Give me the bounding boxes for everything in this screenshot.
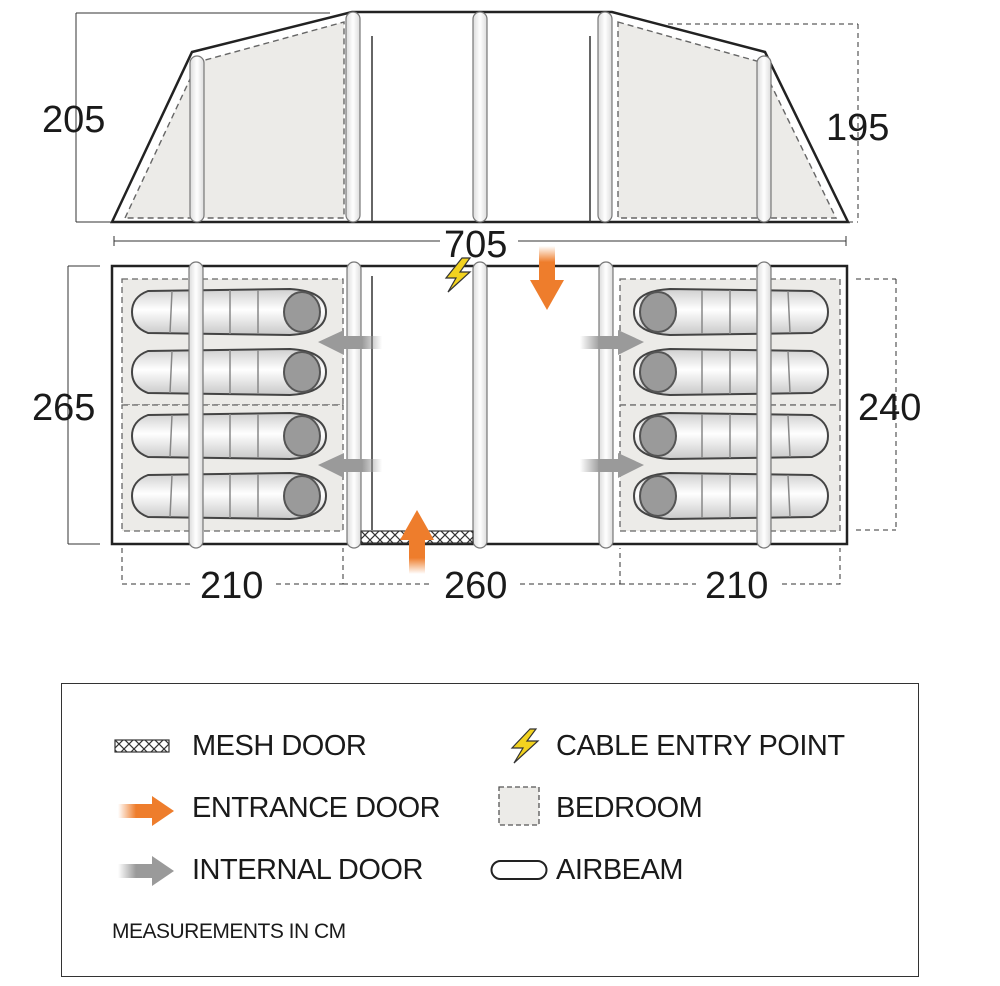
dim-depth-left: 265 bbox=[32, 387, 95, 429]
floor-plan: 265 240 210 260 210 bbox=[32, 246, 921, 607]
sleeping-bag bbox=[632, 347, 830, 397]
airbeam bbox=[346, 261, 362, 549]
sleeping-bag bbox=[130, 471, 328, 521]
cable-entry-bolt-icon bbox=[444, 257, 472, 293]
internal-door-arrow bbox=[318, 453, 382, 478]
legend-label: MESH DOOR bbox=[192, 730, 367, 762]
dim-bedroom-right-width: 210 bbox=[705, 565, 768, 607]
internal-door-arrow bbox=[580, 330, 644, 355]
elevation-bedroom-left bbox=[123, 21, 345, 219]
legend-item-airbeam: AIRBEAM bbox=[556, 854, 684, 887]
elevation-bedroom-right bbox=[617, 21, 838, 219]
airbeam bbox=[597, 11, 613, 223]
sleeping-bag bbox=[632, 471, 830, 521]
legend-item-entrance-door: ENTRANCE DOOR bbox=[192, 792, 441, 825]
legend-item-cable-entry: CABLE ENTRY POINT bbox=[556, 730, 845, 763]
cable-entry-bolt-icon bbox=[510, 728, 540, 764]
bedroom-swatch-icon bbox=[498, 786, 540, 826]
internal-door-arrow bbox=[318, 330, 382, 355]
legend-item-internal-door: INTERNAL DOOR bbox=[192, 854, 423, 887]
dim-depth-right: 240 bbox=[858, 387, 921, 429]
dim-living-width: 260 bbox=[444, 565, 507, 607]
legend-label: CABLE ENTRY POINT bbox=[556, 730, 845, 762]
sleeping-bag bbox=[632, 411, 830, 461]
legend-item-bedroom: BEDROOM bbox=[556, 792, 703, 825]
mesh-door-icon bbox=[114, 739, 170, 753]
legend-label: ENTRANCE DOOR bbox=[192, 792, 441, 824]
airbeam bbox=[472, 261, 488, 549]
measurements-note: MEASUREMENTS IN CM bbox=[112, 920, 346, 943]
airbeam bbox=[189, 55, 205, 223]
side-elevation: 205 195 705 bbox=[42, 10, 889, 266]
sleeping-bag bbox=[130, 411, 328, 461]
legend-label: INTERNAL DOOR bbox=[192, 854, 423, 886]
airbeam bbox=[756, 261, 772, 549]
airbeam-icon bbox=[490, 860, 548, 880]
legend-label: AIRBEAM bbox=[556, 854, 684, 886]
airbeam bbox=[598, 261, 614, 549]
entrance-door-arrow-icon bbox=[118, 796, 174, 826]
legend-item-mesh-door: MESH DOOR bbox=[192, 730, 367, 763]
sleeping-bag bbox=[130, 287, 328, 337]
airbeam bbox=[756, 55, 772, 223]
entrance-door-arrow bbox=[530, 246, 564, 310]
entrance-door-arrow bbox=[400, 510, 434, 574]
tent-floorplan-diagram: 205 195 705 bbox=[32, 10, 921, 607]
dim-height-right: 195 bbox=[826, 107, 889, 149]
internal-door-arrow-icon bbox=[118, 856, 174, 886]
internal-door-arrow bbox=[580, 453, 644, 478]
legend: MESH DOOR ENTRANCE DOOR INTERNAL DOOR bbox=[61, 683, 919, 977]
dim-total-length: 705 bbox=[444, 224, 507, 266]
dim-bedroom-left-width: 210 bbox=[200, 565, 263, 607]
airbeam bbox=[188, 261, 204, 549]
airbeam bbox=[345, 11, 361, 223]
sleeping-bag bbox=[632, 287, 830, 337]
dim-height-left: 205 bbox=[42, 99, 105, 141]
airbeam bbox=[472, 11, 488, 223]
legend-label: BEDROOM bbox=[556, 792, 703, 824]
sleeping-bag bbox=[130, 347, 328, 397]
